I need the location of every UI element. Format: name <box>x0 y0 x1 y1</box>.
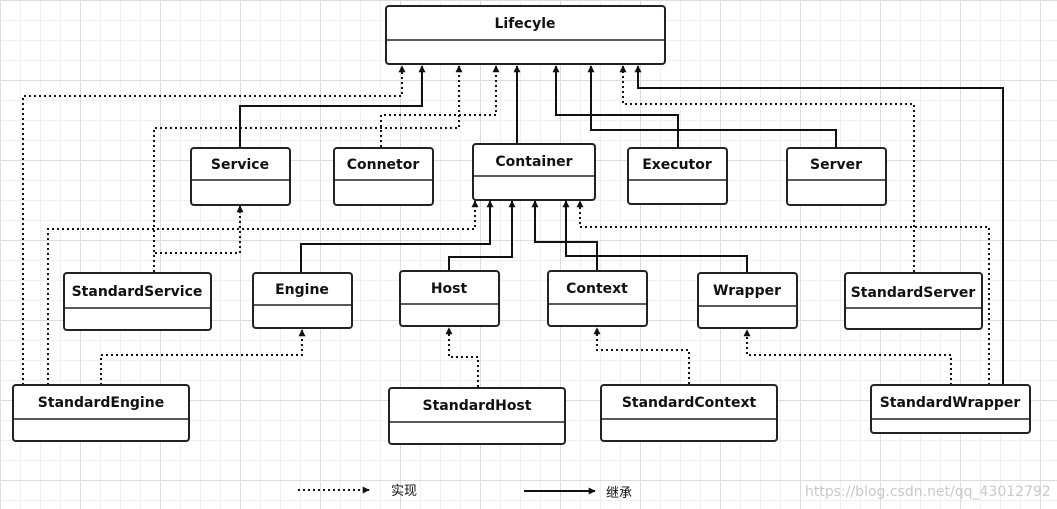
class-service[interactable]: Service <box>190 147 291 206</box>
edge-standardwrapper-lifecycle <box>634 65 1004 385</box>
class-standardserver[interactable]: StandardServer <box>844 272 983 330</box>
class-container[interactable]: Container <box>472 143 596 201</box>
class-host[interactable]: Host <box>399 270 500 327</box>
edge-standardservice-service <box>153 205 244 272</box>
class-lifecycle[interactable]: Lifecyle <box>385 5 666 65</box>
class-connector-name: Connetor <box>347 157 420 173</box>
class-standardserver-name: StandardServer <box>851 285 976 301</box>
class-standardservice[interactable]: StandardService <box>63 272 212 331</box>
class-executor-name: Executor <box>642 157 712 173</box>
class-container-name: Container <box>495 154 572 170</box>
class-standardengine[interactable]: StandardEngine <box>12 384 190 442</box>
edge-standardwrapper-wrapper <box>743 329 952 385</box>
class-engine[interactable]: Engine <box>252 272 353 329</box>
edge-standardengine-engine <box>100 329 306 385</box>
edge-engine-container <box>300 200 494 272</box>
edge-executor-lifecycle <box>552 65 679 147</box>
class-standardhost[interactable]: StandardHost <box>388 387 566 445</box>
class-standardcontext-name: StandardContext <box>622 395 757 411</box>
watermark: https://blog.csdn.net/qq_43012792 <box>805 484 1051 500</box>
class-standardhost-name: StandardHost <box>423 398 532 414</box>
legend: 实现 继承 <box>298 484 632 501</box>
class-wrapper-name: Wrapper <box>713 283 781 299</box>
class-server[interactable]: Server <box>786 147 887 206</box>
edge-standardcontext-context <box>593 327 690 384</box>
edge-wrapper-container <box>562 200 748 272</box>
class-standardcontext[interactable]: StandardContext <box>600 384 778 442</box>
legend-inheritance-label: 继承 <box>606 486 632 501</box>
edge-standardhost-host <box>445 327 479 387</box>
edge-standardwrapper-container <box>576 200 990 385</box>
class-host-name: Host <box>431 281 468 297</box>
class-context[interactable]: Context <box>547 270 648 327</box>
edge-connector-lifecycle <box>380 65 500 147</box>
legend-realization-label: 实现 <box>391 484 417 499</box>
class-engine-name: Engine <box>275 282 329 298</box>
edges <box>22 65 1004 387</box>
class-lifecycle-name: Lifecyle <box>494 16 555 32</box>
class-server-name: Server <box>810 157 862 173</box>
edge-service-lifecycle <box>239 65 426 147</box>
class-standardservice-name: StandardService <box>72 284 203 300</box>
edge-host-container <box>448 200 516 271</box>
class-standardwrapper-name: StandardWrapper <box>880 395 1021 411</box>
edge-standardservice-lifecycle <box>153 65 463 272</box>
edge-standardengine-lifecycle <box>22 65 406 385</box>
class-executor[interactable]: Executor <box>627 147 728 205</box>
edge-standardengine-container <box>47 200 479 385</box>
edge-server-lifecycle <box>587 65 837 147</box>
class-standardengine-name: StandardEngine <box>38 395 164 411</box>
class-standardwrapper[interactable]: StandardWrapper <box>870 384 1031 434</box>
class-wrapper[interactable]: Wrapper <box>697 272 798 329</box>
class-service-name: Service <box>211 157 269 173</box>
class-context-name: Context <box>566 281 628 297</box>
class-connector[interactable]: Connetor <box>333 147 434 206</box>
